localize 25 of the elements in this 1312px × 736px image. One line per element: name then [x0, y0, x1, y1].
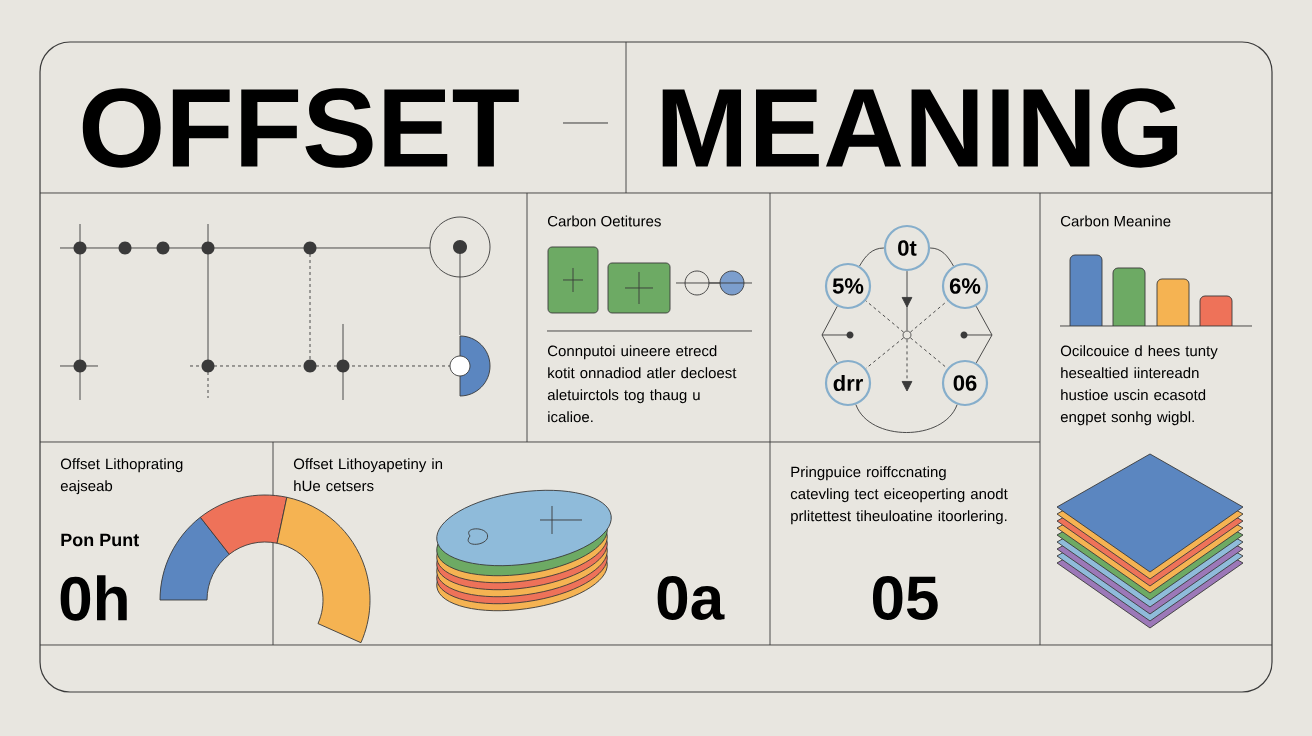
connector: [865, 337, 905, 369]
big-number: 0a: [657, 576, 725, 620]
title-word: MEANING: [662, 88, 1178, 168]
panel-heading: Carbon Oetitures: [548, 215, 661, 227]
connector: [821, 305, 838, 364]
connector: [901, 270, 913, 332]
paragraph: Ocilcouice d hees tunty hesealtied iintereadn hustioe uscin ecasotd engpet sonhg wigbl.: [1060, 345, 1218, 426]
title-word: OFFSET: [82, 88, 519, 168]
center-point: [902, 330, 912, 340]
panel-heading: Offset Lithoyapetiny in hUe cetsers: [293, 458, 443, 492]
panel-heading: Offset Lithoprating eajseab: [60, 458, 183, 495]
paragraph: Connputoi uineere etrecd kotit onnadiod atler decloest aletuirctols tog thaug u icalioe.: [547, 345, 737, 423]
connector: [865, 300, 905, 333]
connector: [901, 338, 913, 392]
connector: [929, 247, 954, 267]
big-number: 05: [872, 576, 938, 620]
paragraph: Pringpuice roiffccnating catevling tect eiceoperting anodt prlitettest tiheuloatine itoorlering.: [790, 466, 1008, 525]
connector: [909, 300, 948, 333]
subheading: Pon Punt: [61, 533, 139, 547]
big-number: 0h: [60, 575, 127, 621]
connector: [855, 404, 958, 433]
connector: [859, 247, 885, 267]
panel-heading: Carbon Meanine: [1060, 215, 1171, 227]
connector: [975, 305, 993, 364]
connector: [909, 337, 948, 369]
